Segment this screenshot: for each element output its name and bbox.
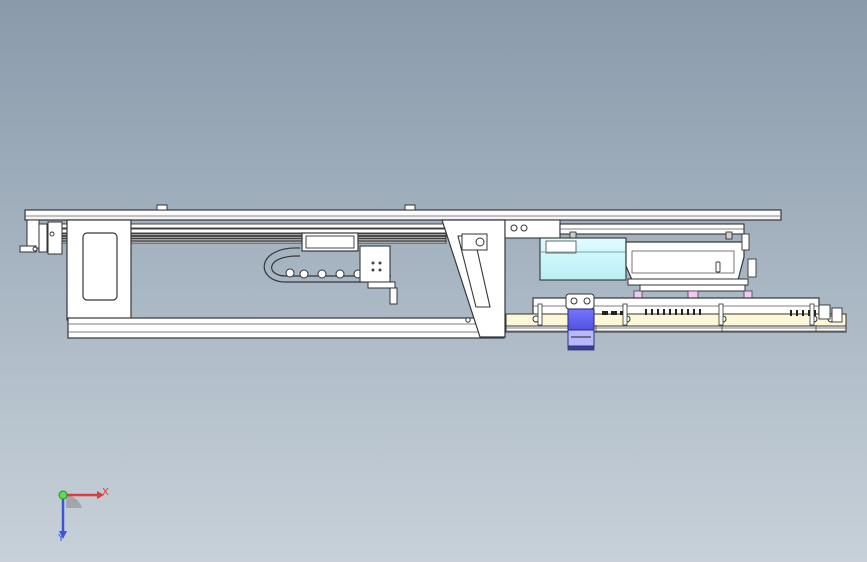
rail-bolts: [532, 303, 835, 326]
left-end-components: [19, 219, 63, 255]
triad-shadow-icon: [66, 495, 82, 508]
y-axis-arrowhead-icon: [59, 531, 67, 539]
top-rail: [24, 204, 782, 221]
cable-chain: [263, 247, 391, 283]
origin-icon: [58, 490, 68, 500]
left-support-frame: [66, 219, 505, 339]
right-incline-support: [441, 219, 506, 338]
blue-carriage: [565, 293, 595, 351]
right-end-brackets: [741, 233, 843, 323]
cyan-fixture-block: [539, 237, 627, 281]
y-axis-label: Y: [58, 533, 65, 544]
coordinate-triad-graphic: [58, 490, 104, 539]
rail-tick-marks: [602, 309, 816, 316]
coordinate-triad: X Y: [40, 478, 120, 548]
x-axis-label: X: [102, 487, 109, 498]
gripper-module: [625, 241, 749, 292]
upper-right-plate: [504, 219, 745, 240]
middle-carriage: [301, 232, 398, 305]
x-axis-arrowhead-icon: [97, 491, 104, 499]
